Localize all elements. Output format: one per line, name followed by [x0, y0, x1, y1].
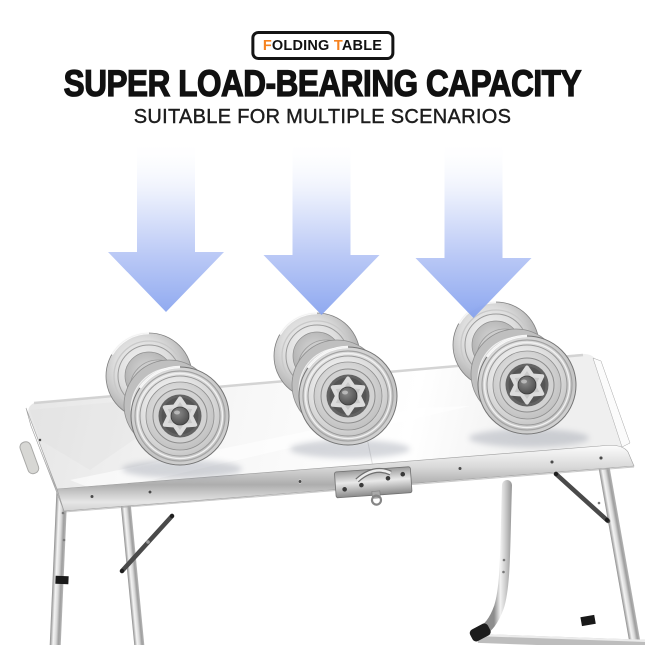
page-title: SUPER LOAD-BEARING CAPACITY: [63, 62, 582, 104]
table-side-handle: [19, 441, 40, 475]
table-latch: [334, 466, 413, 506]
page-subtitle: SUITABLE FOR MULTIPLE SCENARIOS: [133, 106, 512, 128]
down-arrow-icon-2: [263, 142, 380, 315]
table-legs: [49, 464, 645, 645]
leg-braces: [119, 471, 611, 574]
badge-accent-letter: F: [262, 38, 272, 54]
badge-accent-letter-2: T: [333, 38, 342, 54]
down-arrow-icon-3: [415, 142, 532, 318]
badge-text: OLDING: [271, 38, 330, 54]
down-arrow-icon-1: [108, 142, 224, 312]
badge-text-2: ABLE: [341, 38, 383, 54]
